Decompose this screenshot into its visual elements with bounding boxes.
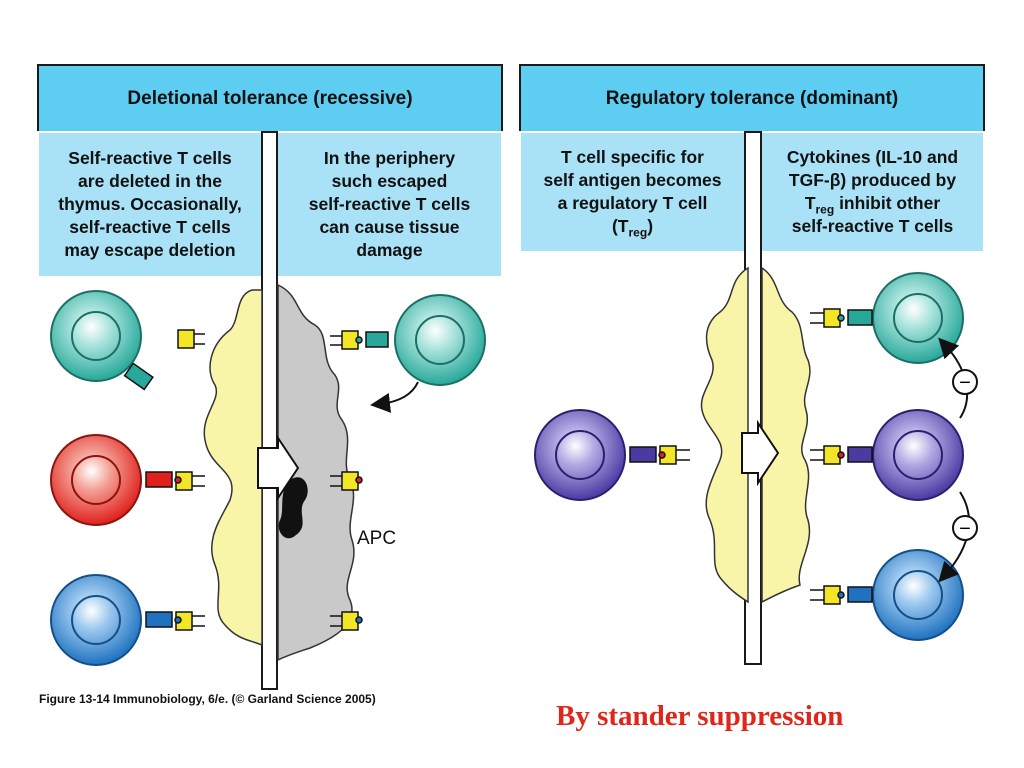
thymus-description: Self-reactive T cells are deleted in the… — [39, 133, 261, 276]
periphery-description: In the periphery such escaped self-react… — [278, 133, 501, 276]
regulatory-apc-right — [761, 266, 811, 604]
periphery-text-line: such escaped — [331, 171, 448, 191]
thymus-text-line: self-reactive T cells — [69, 217, 231, 237]
cytokine-text-line: self-reactive T cells — [791, 216, 954, 236]
cytokine-subscript: reg — [815, 202, 835, 217]
blue-t-cell-suppressed — [872, 549, 964, 641]
periphery-text-line: damage — [356, 240, 423, 260]
cytokine-text-line: Cytokines (IL-10 and — [786, 147, 959, 167]
transfer-arrow-right — [741, 419, 780, 487]
treg-text-part: ) — [647, 216, 654, 236]
cytokine-text-line: Treg inhibit other — [787, 192, 958, 217]
deletional-tolerance-title: Deletional tolerance (recessive) — [39, 66, 501, 133]
thymic-apc — [203, 289, 263, 647]
treg-text-line: (Treg) — [544, 215, 722, 240]
regulatory-tolerance-title: Regulatory tolerance (dominant) — [521, 66, 983, 133]
bystander-suppression-label: By stander suppression — [556, 700, 844, 732]
regulatory-apc — [700, 266, 749, 604]
figure-caption: Figure 13-14 Immunobiology, 6/e. (© Garl… — [39, 692, 376, 706]
inhibit-symbol-bottom — [952, 515, 978, 541]
thymus-text-line: Self-reactive T cells — [68, 148, 232, 168]
cytokine-description: Cytokines (IL-10 and TGF-β) produced by … — [762, 133, 983, 251]
mhc-molecules-periphery — [330, 330, 389, 631]
treg-description: T cell specific for self antigen becomes… — [521, 133, 744, 251]
treg-text-line: T cell specific for — [561, 147, 704, 167]
teal-t-cell-thymus — [50, 290, 142, 382]
teal-t-cell-periphery — [394, 294, 486, 386]
periphery-text-line: self-reactive T cells — [308, 194, 471, 214]
inhibit-symbol-bottom-text: − — [959, 518, 971, 540]
cytokine-text-line: TGF-β) produced by — [788, 170, 957, 190]
transfer-arrow-left — [257, 434, 300, 502]
curved-arrow-periphery — [370, 381, 419, 413]
treg-text-line: self antigen becomes — [543, 170, 722, 190]
thymus-text-line: thymus. Occasionally, — [58, 194, 242, 214]
cytokine-text-part: inhibit other — [834, 193, 941, 213]
thymus-text-line: may escape deletion — [64, 240, 236, 260]
treg-text-part: (T — [611, 216, 629, 236]
apoptotic-blob — [278, 477, 308, 539]
mhc-molecules-cytokine — [810, 308, 873, 605]
regulatory-tolerance-title-text: Regulatory tolerance (dominant) — [605, 87, 899, 109]
cytokine-text-part: T — [804, 193, 816, 213]
apc-label: APC — [357, 528, 397, 549]
treg-text-line: a regulatory T cell — [557, 193, 708, 213]
inhibit-symbol-top-text: − — [959, 372, 971, 394]
treg-subscript: reg — [628, 225, 648, 240]
periphery-text-line: In the periphery — [323, 148, 456, 168]
blue-t-cell-thymus — [50, 574, 142, 666]
inhibit-symbol-top — [952, 369, 978, 395]
detached-receptor — [123, 362, 154, 391]
treg-cell — [534, 409, 626, 501]
red-t-cell — [50, 434, 142, 526]
periphery-text-line: can cause tissue — [319, 217, 460, 237]
purple-t-cell-bystander — [872, 409, 964, 501]
thymus-text-line: are deleted in the — [78, 171, 222, 191]
deletional-tolerance-title-text: Deletional tolerance (recessive) — [127, 87, 413, 109]
mhc-molecules-treg — [629, 445, 690, 465]
mhc-molecules-thymus — [174, 329, 205, 631]
